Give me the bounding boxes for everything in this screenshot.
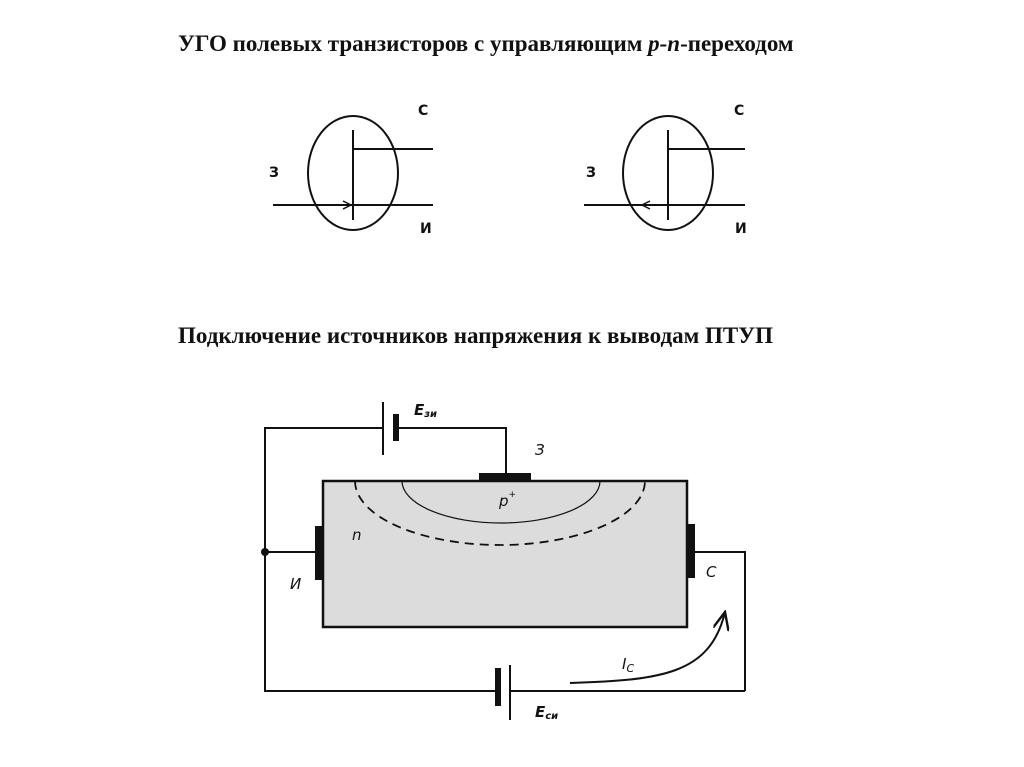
- gate-label: З: [535, 441, 545, 459]
- title-connection: Подключение источников напряжения к выво…: [178, 323, 773, 348]
- source-label: И: [420, 221, 432, 237]
- title-ugo: УГО полевых транзисторов с управляющим p…: [178, 31, 794, 56]
- p-region-label: p+: [498, 490, 516, 510]
- egs-label: Eзи: [414, 401, 437, 420]
- gate-label: З: [586, 165, 596, 181]
- drain-contact: [687, 524, 695, 578]
- n-region-label: n: [352, 526, 362, 544]
- gate-contact: [479, 473, 531, 481]
- current-arrow: [569, 612, 725, 684]
- p-channel-symbol: [584, 115, 745, 231]
- eds-label: Eси: [535, 703, 558, 722]
- battery-eds: [495, 668, 501, 706]
- drain-label: С: [418, 103, 428, 119]
- n-channel-symbol: [273, 115, 433, 231]
- drain-label: С: [706, 563, 717, 581]
- drain-label: С: [734, 103, 744, 119]
- circuit: [261, 402, 746, 720]
- gate-label: З: [269, 165, 279, 181]
- source-label: И: [290, 575, 301, 593]
- source-contact: [315, 526, 323, 580]
- ic-label: IС: [622, 655, 634, 675]
- source-label: И: [735, 221, 747, 237]
